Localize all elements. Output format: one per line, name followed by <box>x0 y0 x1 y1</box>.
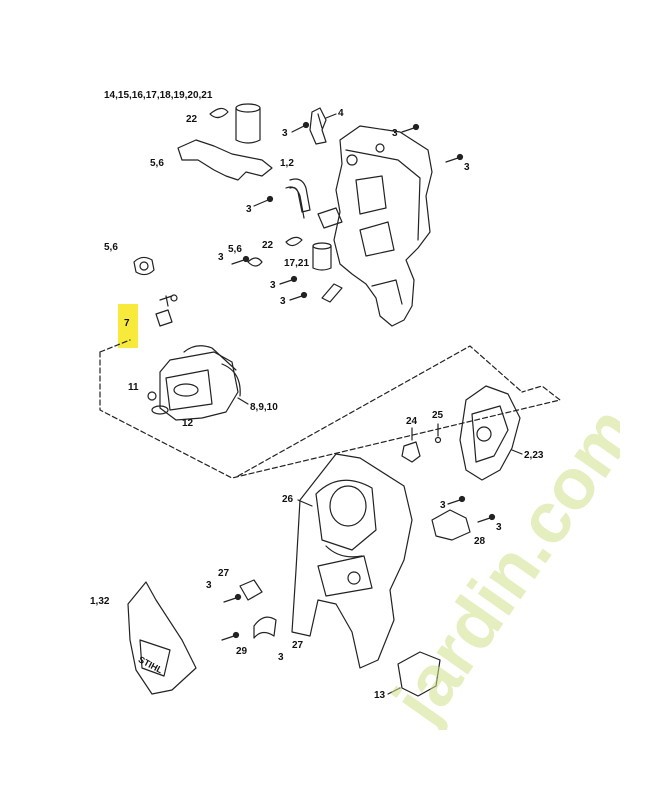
callout-25: 25 <box>432 410 444 421</box>
callout-3-body-a: 3 <box>440 500 446 511</box>
screw-top-a <box>291 121 310 133</box>
part-13 <box>397 651 441 697</box>
callout-26: 26 <box>282 494 294 505</box>
knob-part-24 <box>401 441 421 463</box>
callout-4: 4 <box>338 108 344 119</box>
tube-part-17-21 <box>312 242 332 271</box>
tube-part-14-21 <box>235 103 261 144</box>
assembly-dashed-outline <box>99 339 561 479</box>
callout-7-highlight <box>118 304 138 348</box>
callout-27-lower: 27 <box>292 640 304 651</box>
callout-3-lower-b: 3 <box>280 296 286 307</box>
screw-top-c <box>445 153 464 163</box>
callout-3-top-left: 3 <box>282 128 288 139</box>
callout-3-27: 3 <box>206 580 212 591</box>
callout-3-lower-a: 3 <box>270 280 276 291</box>
callout-14-21: 14,15,16,17,18,19,20,21 <box>104 90 213 101</box>
front-cover-part-1-32 <box>127 581 197 695</box>
callout-28: 28 <box>474 536 486 547</box>
callout-13: 13 <box>374 690 386 701</box>
clip-part-27b <box>253 616 277 639</box>
screw-housing-c <box>289 291 308 301</box>
callout-27-upper: 27 <box>218 568 230 579</box>
leader <box>237 397 249 405</box>
screw-housing-b <box>279 275 298 285</box>
oring-part-11 <box>147 391 157 401</box>
callout-11: 11 <box>128 382 139 393</box>
callout-3-top-right: 3 <box>392 128 398 139</box>
callout-3-bottom: 3 <box>278 652 284 663</box>
screw-27a <box>223 593 242 603</box>
callout-7: 7 <box>124 318 130 329</box>
pin-part-25 <box>434 436 442 444</box>
air-filter-part-8-9-10 <box>159 345 241 421</box>
clip-part-27a <box>239 579 263 601</box>
part-7-items <box>155 294 178 327</box>
callout-12: 12 <box>182 418 194 429</box>
callout-3-body-b: 3 <box>496 522 502 533</box>
callout-5-6-clip: 5,6 <box>228 244 242 255</box>
clip-part-5-6b <box>247 257 263 267</box>
callout-24: 24 <box>406 416 418 427</box>
leader <box>297 499 313 507</box>
screw-housing-a <box>253 195 274 207</box>
housing-main <box>317 125 433 327</box>
cover-part-2-23 <box>459 385 521 481</box>
callout-17-21: 17,21 <box>284 258 310 269</box>
callout-3-right: 3 <box>464 162 470 173</box>
callout-2-23: 2,23 <box>524 450 544 461</box>
callout-22-top: 22 <box>186 114 198 125</box>
lever-part <box>321 283 343 303</box>
leader <box>325 113 337 119</box>
screw-28a <box>447 495 466 505</box>
part-28 <box>431 509 471 541</box>
callout-3-housing: 3 <box>246 204 252 215</box>
bracket-part-4 <box>309 107 327 145</box>
screw-29 <box>221 631 240 641</box>
screw-housing-d <box>231 255 250 265</box>
leader <box>511 449 523 455</box>
leader <box>387 687 401 695</box>
callout-3-mid-left: 3 <box>218 252 224 263</box>
callout-1-2-hose: 1,2 <box>280 158 294 169</box>
clip-part-22b <box>285 236 303 247</box>
callout-1-32: 1,32 <box>90 596 110 607</box>
knob-part-5-6 <box>133 256 155 276</box>
body-part-26 <box>291 453 413 669</box>
stihl-logo: STIHL <box>137 654 165 675</box>
screw-28b <box>477 513 496 523</box>
callout-29: 29 <box>236 646 248 657</box>
screw-top-b <box>401 123 420 133</box>
callout-22-mid: 22 <box>262 240 274 251</box>
callout-5-6-gasket: 5,6 <box>150 158 164 169</box>
callout-5-6-knob: 5,6 <box>104 242 118 253</box>
callout-8-9-10: 8,9,10 <box>250 402 278 413</box>
gasket-part-5-6 <box>177 139 273 181</box>
hose-part-1-2 <box>285 178 311 219</box>
clip-part-22a <box>209 107 229 119</box>
washer-part-12 <box>151 405 169 415</box>
